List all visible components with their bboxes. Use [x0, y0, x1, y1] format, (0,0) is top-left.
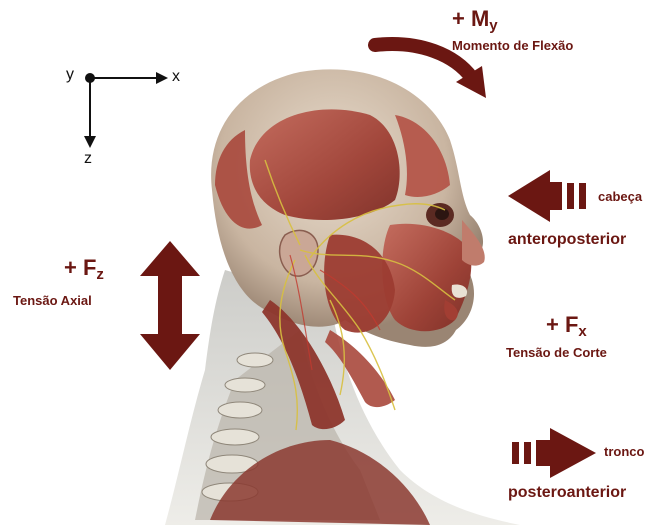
force-z-sign: + F [64, 255, 96, 280]
moment-y-subscript: y [489, 17, 497, 34]
trunk-arrow-direction: posteroanterior [508, 484, 626, 502]
coordinate-axes [84, 72, 168, 148]
moment-y-caption: Momento de Flexão [452, 38, 573, 53]
trunk-arrow-tag: tronco [604, 444, 644, 459]
head-arrow-direction: anteroposterior [508, 231, 626, 249]
force-z-subscript: z [96, 266, 104, 283]
head-force-arrow [508, 170, 586, 222]
force-z-caption: Tensão Axial [13, 293, 92, 308]
force-x-sign: + F [546, 312, 578, 337]
head-arrow-tag: cabeça [598, 189, 642, 204]
force-x-caption: Tensão de Corte [506, 345, 607, 360]
moment-y-symbol: + My [452, 6, 498, 34]
moment-y-sign: + M [452, 6, 489, 31]
axial-double-arrow [140, 241, 200, 370]
x-axis-label: x [172, 68, 180, 86]
trunk-force-arrow [512, 428, 596, 478]
z-axis-label: z [84, 150, 92, 168]
y-axis-label: y [66, 66, 74, 84]
force-x-symbol: + Fx [546, 312, 587, 340]
x-axis-arrowhead [156, 72, 168, 84]
force-z-symbol: + Fz [64, 255, 104, 283]
z-axis-arrowhead [84, 136, 96, 148]
force-x-subscript: x [578, 323, 586, 340]
